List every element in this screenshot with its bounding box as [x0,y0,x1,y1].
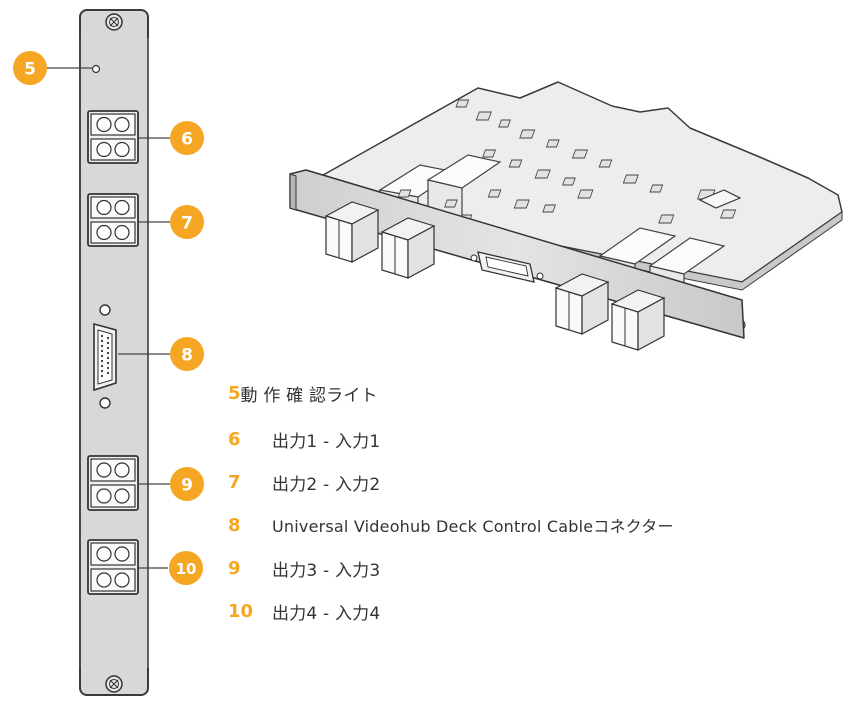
legend-item-7: 7 出力2 - 入力2 [228,467,380,497]
card-fiber-connector-2-icon [380,217,436,280]
callout-9: 9 [170,467,204,501]
legend-number: 7 [228,471,241,493]
legend-text: 動 作 確 認ライト [240,385,378,406]
legend-item-10: 10 出力4 - 入力4 [228,596,380,626]
bottom-screw-icon [105,675,123,693]
callout-5-label: 5 [24,60,36,80]
legend-item-6: 6 出力1 - 入力1 [228,424,380,454]
card-fiber-connector-4-icon [610,289,666,352]
card-fiber-connector-1-icon [324,201,380,264]
card-illustration [289,81,843,352]
legend-text: 出力3 - 入力3 [272,560,381,581]
legend-number: 10 [228,600,254,622]
legend-number: 9 [228,557,241,579]
leader-lines [46,67,170,569]
callout-10: 10 [169,551,203,585]
fiber-port-1-icon [87,110,139,164]
top-screw-icon [105,13,123,31]
card-fiber-connector-3-icon [554,273,610,336]
callout-5: 5 [13,51,47,85]
status-led-icon [91,64,101,74]
legend-item-8: 8 Universal Videohub Deck Control Cableコネ… [228,510,674,540]
callout-8-label: 8 [181,346,193,366]
callout-6: 6 [170,121,204,155]
front-panel [79,9,149,696]
callout-9-label: 9 [181,476,193,496]
legend-number: 6 [228,428,241,450]
card-dsub-connector-icon [470,251,544,283]
legend-number: 5 [228,382,241,404]
legend-text: 出力4 - 入力4 [272,603,381,624]
callout-7-label: 7 [181,214,193,234]
legend-text: Universal Videohub Deck Control Cableコネク… [272,517,674,536]
callout-7: 7 [170,205,204,239]
legend-text: 出力2 - 入力2 [272,474,381,495]
fiber-port-4-icon [87,539,139,595]
callout-6-label: 6 [181,130,193,150]
legend-item-9: 9 出力3 - 入力3 [228,553,380,583]
fiber-port-3-icon [87,455,139,511]
callout-8: 8 [170,337,204,371]
legend-number: 8 [228,514,241,536]
fiber-port-2-icon [87,193,139,247]
dsub-connector-icon [93,304,117,409]
legend-text: 出力1 - 入力1 [272,431,381,452]
callout-10-label: 10 [176,560,197,578]
